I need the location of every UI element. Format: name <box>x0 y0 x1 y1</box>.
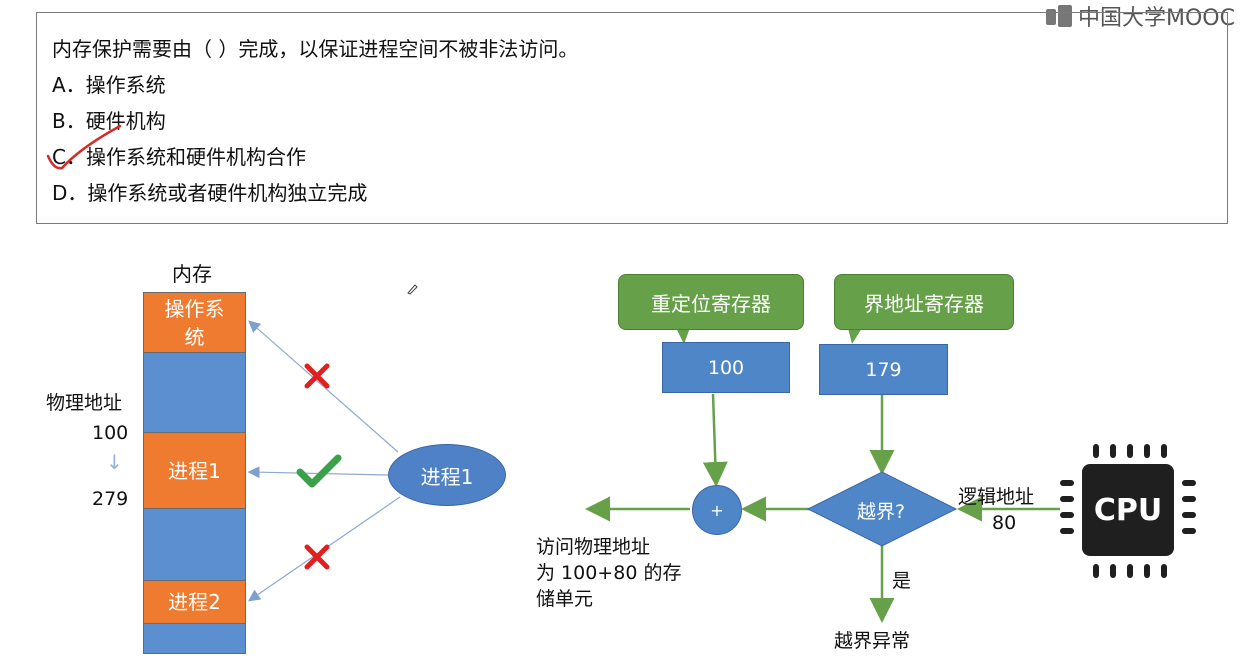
bound-check-diamond: 越界? <box>856 501 906 523</box>
logical-address-value: 80 <box>992 512 1017 534</box>
segment-os: 操作系 统 <box>143 292 246 353</box>
bound-register-callout: 界地址寄存器 <box>834 274 1014 330</box>
answer-tick-mark-icon <box>46 124 122 170</box>
pen-cursor-icon <box>407 284 418 295</box>
cross-icon-p2 <box>304 544 330 570</box>
question-stem: 内存保护需要由（ ）完成，以保证进程空间不被非法访问。 <box>52 37 579 61</box>
cross-icon-os <box>304 363 330 389</box>
memory-label: 内存 <box>172 262 212 286</box>
physical-address-label: 物理地址 <box>46 392 123 414</box>
option-b[interactable]: B．硬件机构 <box>52 109 166 133</box>
question-box <box>36 12 1228 224</box>
segment-process-2: 进程2 <box>143 580 246 624</box>
cpu-icon <box>1060 444 1196 578</box>
out-of-bounds-exception: 越界异常 <box>834 630 911 652</box>
result-line-2: 为 100+80 的存 <box>536 562 682 584</box>
option-a[interactable]: A．操作系统 <box>52 73 166 97</box>
process-1-ellipse: 进程1 <box>388 444 506 506</box>
address-end: 279 <box>92 488 129 510</box>
mooc-logo: 中国大学MOOC <box>1046 2 1242 31</box>
logical-address-label: 逻辑地址 <box>958 486 1035 508</box>
result-line-1: 访问物理地址 <box>536 536 651 558</box>
check-icon <box>296 454 342 488</box>
option-d[interactable]: D．操作系统或者硬件机构独立完成 <box>52 181 368 205</box>
down-arrow-icon: ↓ <box>106 450 123 474</box>
logo-text: 中国大学MOOC <box>1078 6 1235 31</box>
logo-mark-icon <box>1046 5 1072 27</box>
segment-process-1: 进程1 <box>143 432 246 509</box>
option-c[interactable]: C．操作系统和硬件机构合作 <box>52 145 306 169</box>
cpu-chip-label: CPU <box>1082 464 1174 556</box>
result-line-3: 储单元 <box>536 588 594 610</box>
adder-circle: + <box>692 485 742 535</box>
relocation-register-value: 100 <box>662 342 790 393</box>
result-description: 访问物理地址 为 100+80 的存 储单元 <box>536 534 681 612</box>
address-start: 100 <box>92 422 129 444</box>
bound-register-value: 179 <box>819 344 948 395</box>
yes-label: 是 <box>892 570 912 592</box>
relocation-register-callout: 重定位寄存器 <box>618 274 804 330</box>
